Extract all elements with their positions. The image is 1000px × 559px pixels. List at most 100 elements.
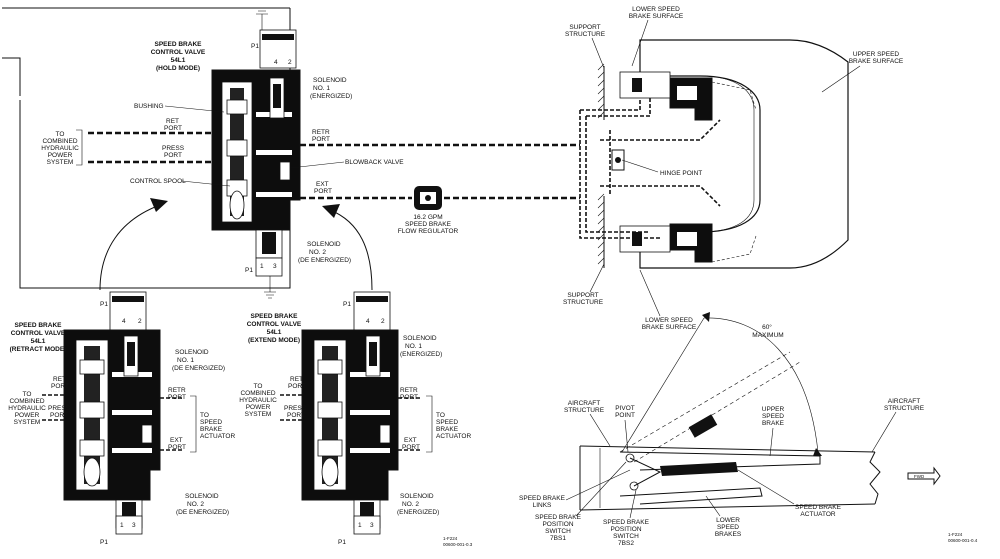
extend-to-act-3: BRAKE: [436, 426, 459, 433]
retract-sol2-1: SOLENOID: [185, 493, 219, 500]
links-2: LINKS: [533, 502, 552, 509]
hold-to-combined-1: TO: [56, 131, 65, 138]
hold-sol1-2: NO. 1: [313, 85, 330, 92]
hold-pin-2: 2: [288, 59, 292, 66]
extend-sol2-1: SOLENOID: [400, 493, 434, 500]
hold-sol2-2: NO. 2: [309, 249, 326, 256]
extend-sol1-2: NO. 1: [405, 343, 422, 350]
retract-to-act-2: SPEED: [200, 419, 222, 426]
hold-to-combined-5: SYSTEM: [47, 159, 74, 166]
hold-press-port-1: PRESS: [162, 145, 185, 152]
flow-reg-2: SPEED BRAKE: [405, 221, 452, 228]
hold-title-1: SPEED BRAKE: [155, 41, 203, 48]
extend-to-combined-2: COMBINED: [240, 390, 275, 397]
extend-to-combined-5: SYSTEM: [245, 411, 272, 418]
hold-retr-port-2: PORT: [312, 136, 330, 143]
actuator-2: ACTUATOR: [800, 511, 835, 518]
hold-sol2-3: (DE ENERGIZED): [298, 257, 351, 264]
speed-brake-side-view: 60° MAXIMUM AIRCRAFT STRUCTURE PIVOT POI…: [519, 312, 941, 547]
retract-pin-4: 4: [122, 318, 126, 325]
actuator-1: SPEED BRAKE: [795, 504, 842, 511]
retract-to-combined-3: HYDRAULIC: [8, 405, 46, 412]
hold-ext-port-2: PORT: [314, 188, 332, 195]
figure-ref-left-2: 00600-001-0.3: [443, 542, 473, 547]
extend-sol2-2: NO. 2: [402, 501, 419, 508]
extend-pin-4: 4: [366, 318, 370, 325]
extend-p1-bottom: P1: [338, 539, 346, 546]
retract-p1-bottom: P1: [100, 539, 108, 546]
hold-pin-3: 3: [273, 263, 277, 270]
hold-press-port-2: PORT: [164, 152, 182, 159]
retract-title-2: CONTROL VALVE: [11, 330, 66, 337]
hold-p1-top: P1: [251, 43, 259, 50]
retract-to-combined-5: SYSTEM: [14, 419, 41, 426]
hold-to-combined-4: POWER: [48, 152, 73, 159]
switch1-3: SWITCH: [545, 528, 571, 535]
retract-pin-2: 2: [138, 318, 142, 325]
hold-sol2-1: SOLENOID: [307, 241, 341, 248]
retract-to-act-4: ACTUATOR: [200, 433, 235, 440]
figure-ref-left-1: 1-F224: [443, 536, 458, 541]
hold-ret-port-2: PORT: [164, 125, 182, 132]
speed-brake-assembly-top: SUPPORT STRUCTURE LOWER SPEED BRAKE SURF…: [563, 6, 904, 331]
pivot-point-1: PIVOT: [615, 405, 635, 412]
extend-title-4: (EXTEND MODE): [248, 337, 300, 344]
fwd-label: FWD: [914, 474, 925, 479]
retract-sol2-3: (DE ENERGIZED): [176, 509, 229, 516]
extend-pin-3: 3: [370, 522, 374, 529]
switch1-4: 7BS1: [550, 535, 566, 542]
retract-sol1-1: SOLENOID: [175, 349, 209, 356]
extend-sol1-3: (ENERGIZED): [400, 351, 442, 358]
extend-mode-valve: P1 4 2 1 3 P1 SPEED BRAKE CONTROL VALVE …: [239, 291, 471, 546]
retract-sol2-2: NO. 2: [187, 501, 204, 508]
retract-mode-valve: P1 4 2 1 3 P1 SPEED BRAKE CONTROL VALVE …: [8, 291, 235, 546]
lower-surface-bottom-2: BRAKE SURFACE: [642, 324, 697, 331]
hold-ret-port-1: RET: [166, 118, 179, 125]
hold-blowback-valve: [279, 161, 291, 181]
hold-blowback-label: BLOWBACK VALVE: [345, 159, 404, 166]
switch1-1: SPEED BRAKE: [535, 514, 582, 521]
figure-ref-right-2: 00600-001-0.4: [948, 538, 978, 543]
hold-pin-1: 1: [260, 263, 264, 270]
upper-speed-brake-1: UPPER: [762, 406, 785, 413]
hold-title-2: CONTROL VALVE: [151, 49, 206, 56]
retract-press-port-2: PORT: [50, 412, 68, 419]
hold-to-combined-3: HYDRAULIC: [41, 145, 79, 152]
extend-p1-top: P1: [343, 301, 351, 308]
aircraft-structure-left-2: STRUCTURE: [564, 407, 605, 414]
retract-to-act-1: TO: [200, 412, 209, 419]
retract-p1-top: P1: [100, 301, 108, 308]
extend-title-1: SPEED BRAKE: [251, 313, 299, 320]
hold-sol1-1: SOLENOID: [313, 77, 347, 84]
retract-title-1: SPEED BRAKE: [15, 322, 63, 329]
upper-speed-brake-3: BRAKE: [762, 420, 785, 427]
flow-regulator: 16.2 GPM SPEED BRAKE FLOW REGULATOR: [398, 186, 459, 235]
extend-pin-2: 2: [381, 318, 385, 325]
hold-sol1-3: (ENERGIZED): [310, 93, 352, 100]
extend-sol1-1: SOLENOID: [403, 335, 437, 342]
retract-title-3: 54L1: [31, 338, 46, 345]
extend-ext-port-2: PORT: [402, 444, 420, 451]
angle-maximum: MAXIMUM: [752, 332, 783, 339]
fwd-arrow-icon: [907, 466, 941, 486]
lower-brakes-3: BRAKES: [715, 531, 742, 538]
retract-ext-port-2: PORT: [168, 444, 186, 451]
hold-mode-valve: P1 4 2 1 3 P1 SPEED BRAKE CONTROL VAL: [2, 7, 404, 299]
switch2-4: 7BS2: [618, 540, 634, 547]
extend-press-port-1: PRESS: [284, 405, 307, 412]
upper-speed-brake-2: SPEED: [762, 413, 784, 420]
retract-sol1-2: NO. 1: [177, 357, 194, 364]
switch2-1: SPEED BRAKE: [603, 519, 650, 526]
support-structure-top-2: STRUCTURE: [565, 31, 606, 38]
hold-p1-bottom: P1: [245, 267, 253, 274]
hold-control-spool: CONTROL SPOOL: [130, 178, 186, 185]
lower-surface-top-1: LOWER SPEED: [632, 6, 680, 13]
extend-title-3: 54L1: [267, 329, 282, 336]
extend-to-act-2: SPEED: [436, 419, 458, 426]
upper-surface-1: UPPER SPEED: [853, 51, 900, 58]
aircraft-structure-left-1: AIRCRAFT: [568, 400, 601, 407]
hold-title-4: (HOLD MODE): [156, 65, 200, 72]
extend-retr-port-1: RETR: [400, 387, 418, 394]
support-structure-bottom-2: STRUCTURE: [563, 299, 604, 306]
extend-to-combined-1: TO: [254, 383, 263, 390]
